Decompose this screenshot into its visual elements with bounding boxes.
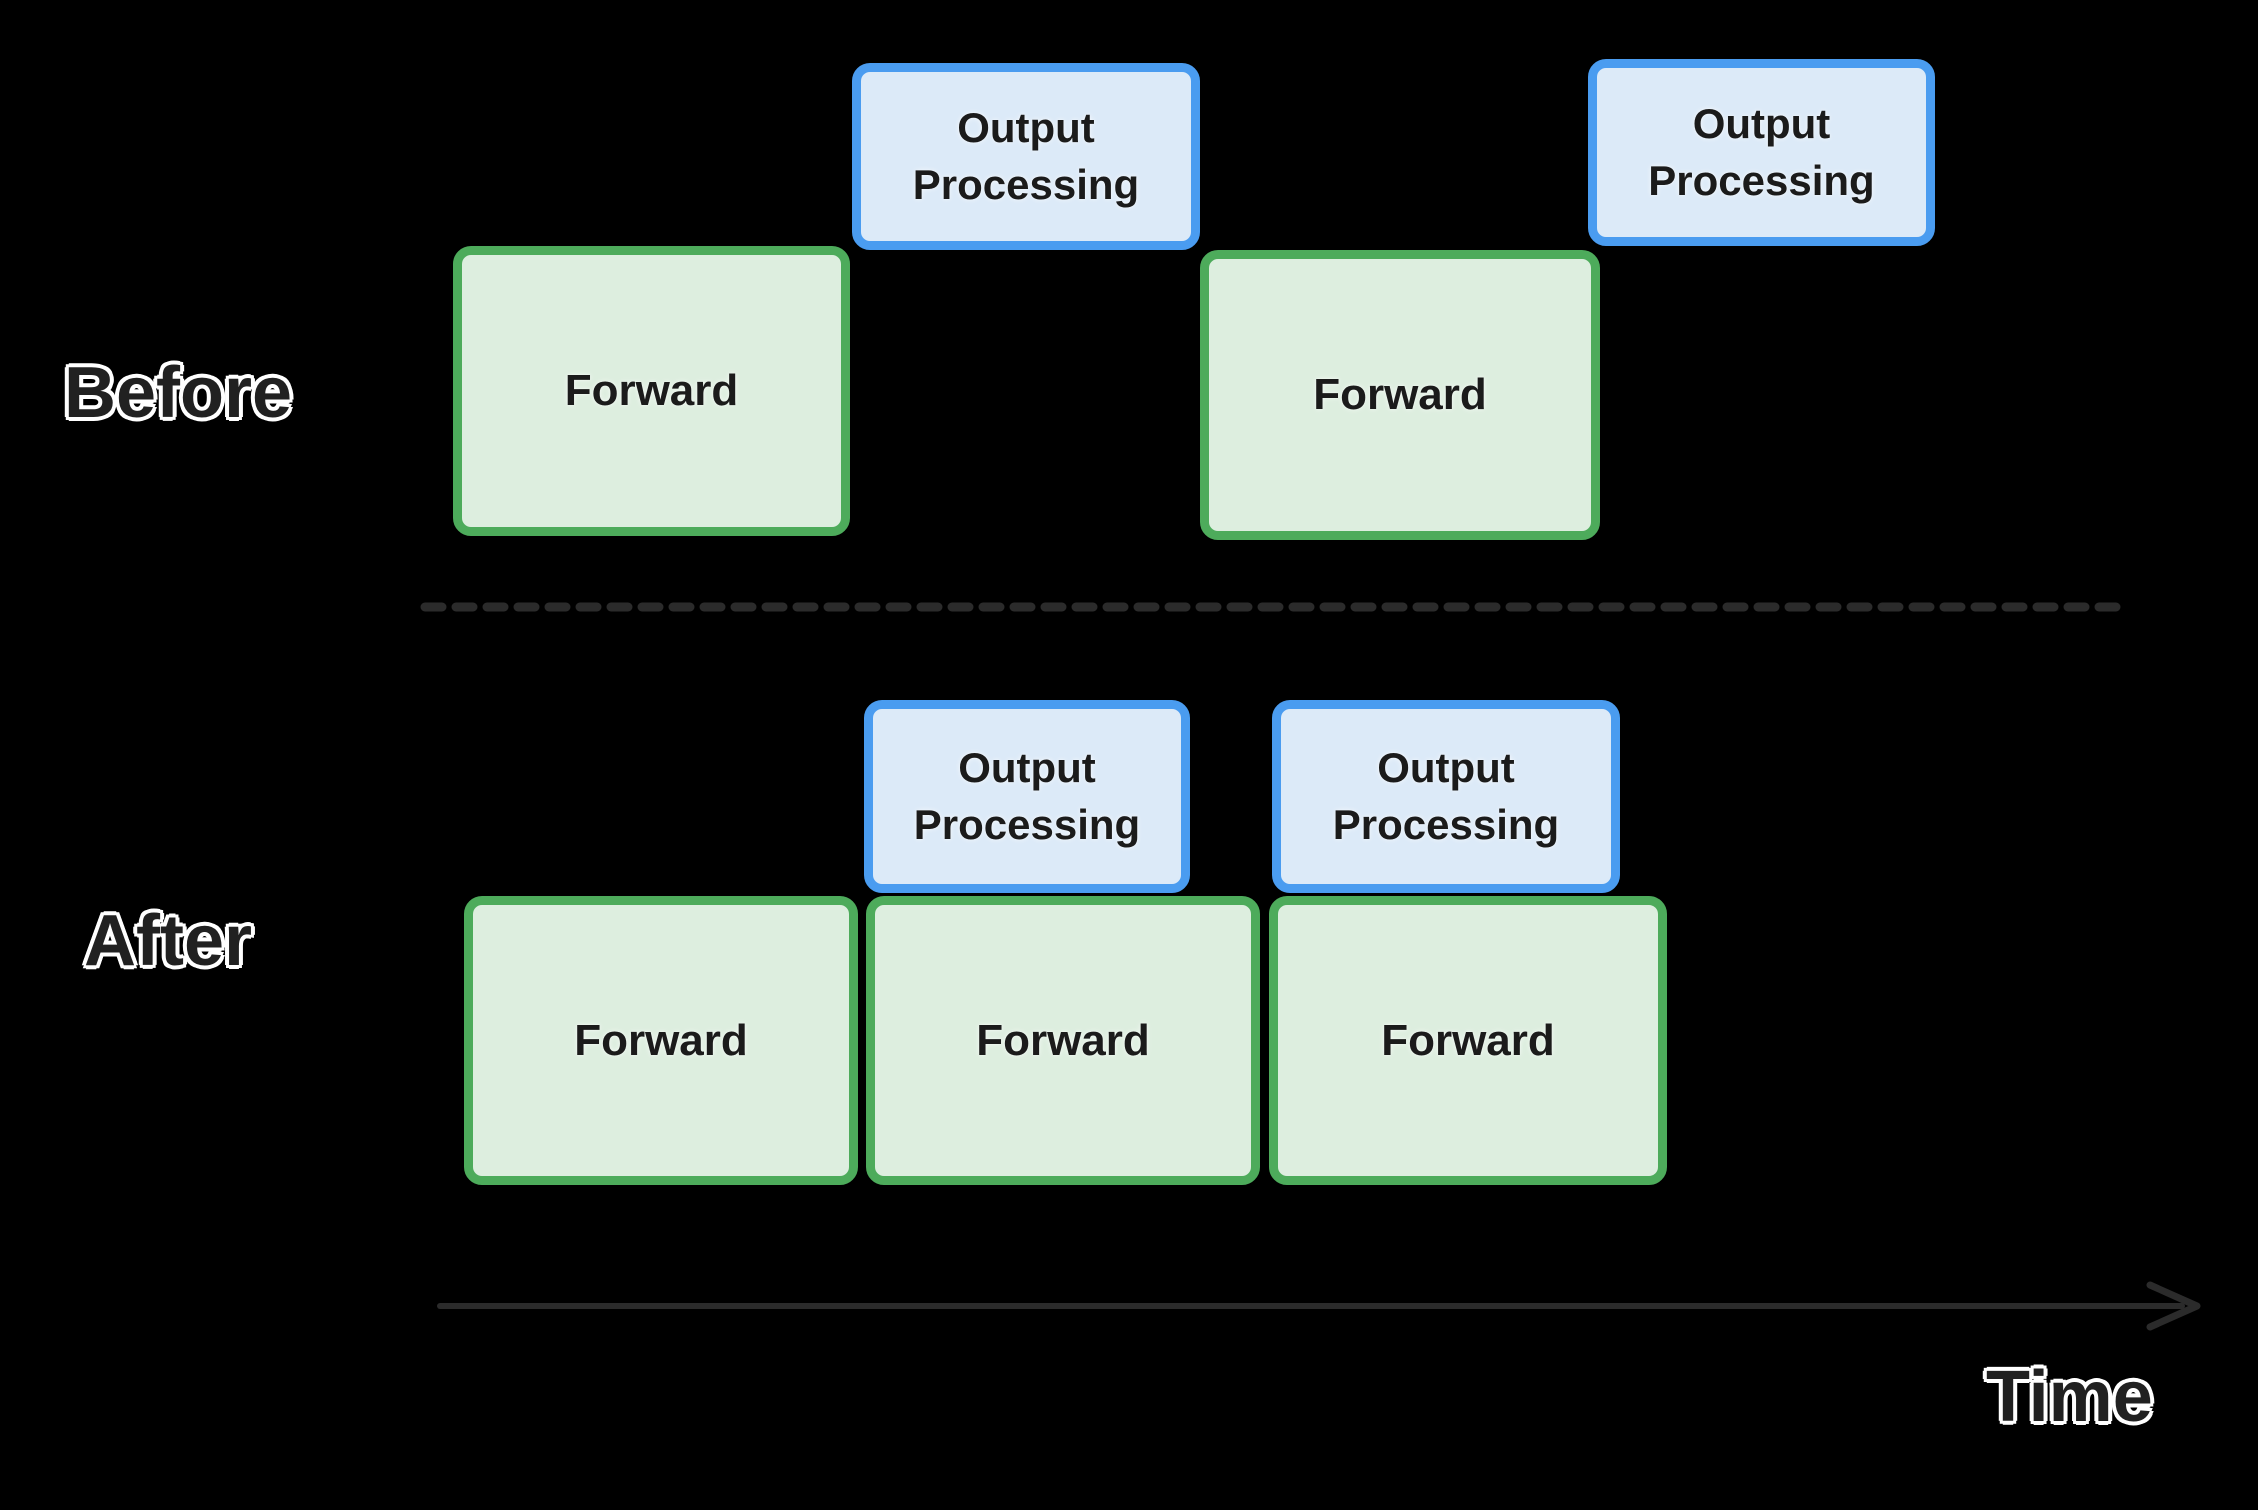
after-output-processing-block-2: Output Processing — [1272, 700, 1620, 893]
time-axis-label: Time — [1986, 1357, 2153, 1437]
before-forward-block-2: Forward — [1200, 250, 1600, 540]
after-forward-block-3: Forward — [1269, 896, 1667, 1185]
before-section-label: Before — [64, 353, 293, 433]
after-forward-block-3-label: Forward — [1381, 1015, 1555, 1065]
after-forward-block-2: Forward — [866, 896, 1260, 1185]
after-output-processing-block-1-label: Output Processing — [913, 744, 1141, 848]
after-forward-block-2-label: Forward — [976, 1015, 1150, 1065]
after-forward-block-1-label: Forward — [574, 1015, 748, 1065]
before-forward-block-1-label: Forward — [564, 366, 739, 415]
after-section-label: After — [84, 901, 253, 981]
before-forward-block-2-label: Forward — [1313, 370, 1487, 419]
after-output-processing-block-2-label: Output Processing — [1332, 744, 1560, 848]
time-axis-arrowhead-icon — [2146, 1281, 2201, 1331]
after-output-processing-block-1: Output Processing — [864, 700, 1190, 893]
before-output-processing-block-2: Output Processing — [1588, 59, 1935, 246]
before-output-processing-block-1-label: Output Processing — [912, 104, 1140, 208]
after-forward-block-1: Forward — [464, 896, 858, 1185]
before-output-processing-block-1: Output Processing — [852, 63, 1200, 250]
before-output-processing-block-2-label: Output Processing — [1648, 100, 1875, 204]
before-forward-block-1: Forward — [453, 246, 850, 536]
